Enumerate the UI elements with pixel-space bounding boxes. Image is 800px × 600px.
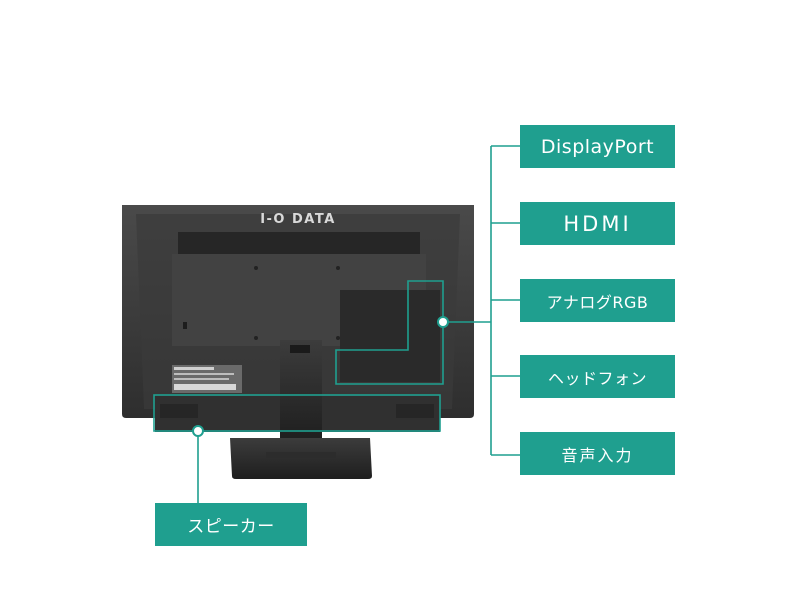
stand-neck [280,340,322,443]
speaker-callout-dot [192,425,204,437]
label-speaker: スピーカー [155,503,307,546]
port-callout-dot [437,316,449,328]
vent-slot [178,232,420,254]
port-bay [340,290,440,382]
label-displayport: DisplayPort [520,125,675,168]
label-hdmi: HDMI [520,202,675,245]
label-analog-rgb: アナログRGB [520,279,675,322]
label-audio-input: 音声入力 [520,432,675,475]
brand-logo: I-O DATA [260,212,336,227]
stand-base [230,438,372,479]
callout-lines [153,145,520,525]
label-headphone: ヘッドフォン [520,355,675,398]
